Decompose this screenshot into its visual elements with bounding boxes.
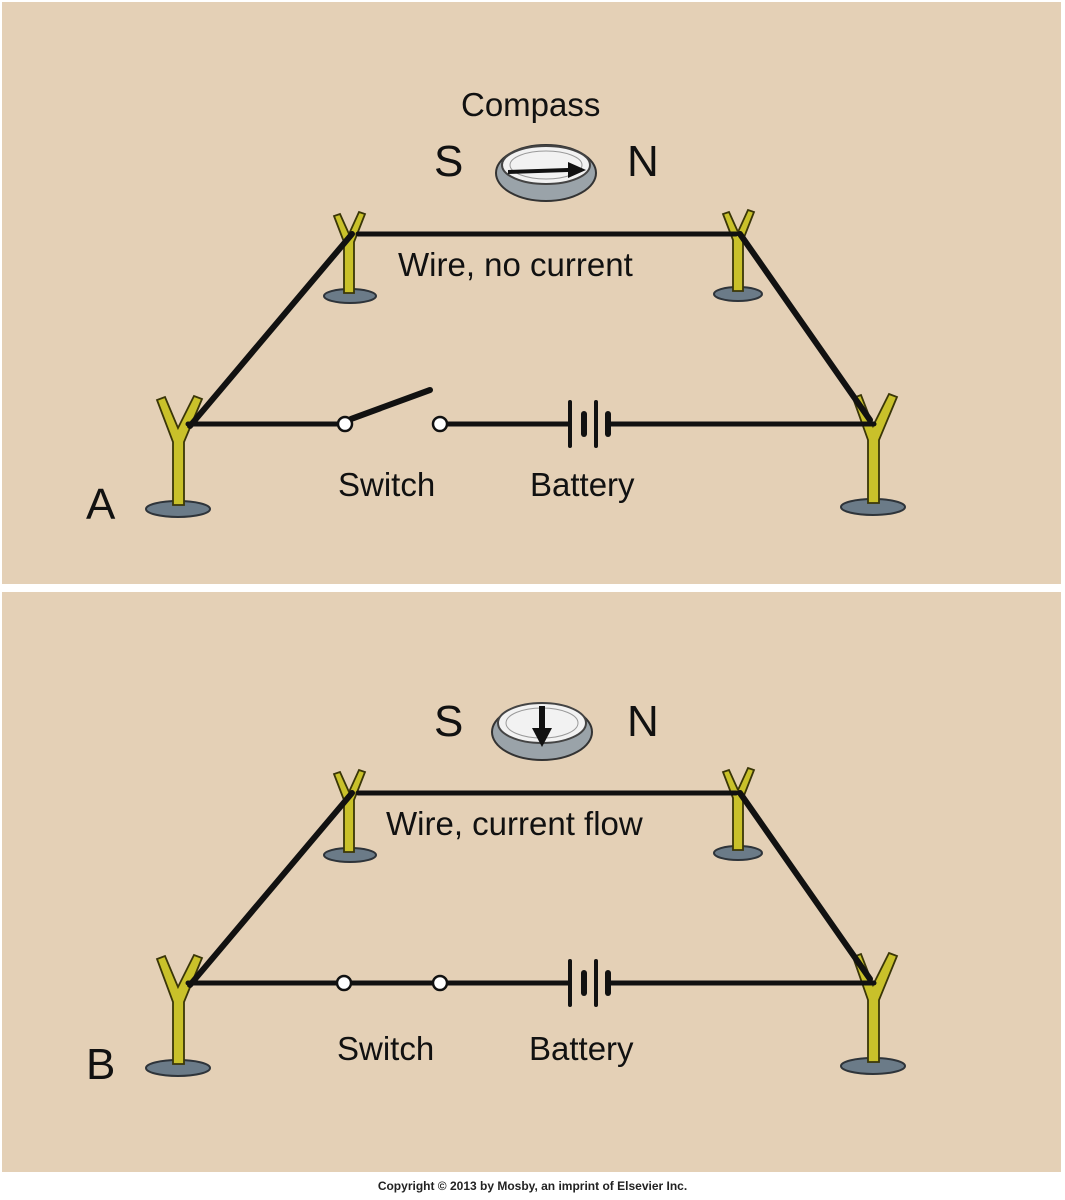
battery-symbol xyxy=(568,400,611,448)
copyright-notice: Copyright © 2013 by Mosby, an imprint of… xyxy=(377,1179,688,1193)
compass-icon xyxy=(495,144,597,202)
panel-letter: B xyxy=(86,1040,116,1089)
north-label: N xyxy=(627,137,659,186)
compass-icon xyxy=(491,702,593,761)
post-bottom-right xyxy=(840,951,906,1075)
south-label: S xyxy=(434,697,464,746)
panel-letter: A xyxy=(86,480,116,529)
post-top-right xyxy=(713,208,763,302)
switch-label: Switch xyxy=(337,1030,435,1067)
post-top-right xyxy=(713,766,763,861)
battery-symbol xyxy=(568,959,611,1007)
panel-a: Compass S N Wire, no current Switch Batt… xyxy=(2,2,1061,584)
battery-label: Battery xyxy=(529,1030,634,1067)
wire-b xyxy=(185,790,877,988)
wire-label: Wire, current flow xyxy=(386,805,643,842)
battery-label: Battery xyxy=(530,466,635,503)
north-label: N xyxy=(627,697,659,746)
wire-a xyxy=(185,231,877,429)
switch-open xyxy=(336,387,449,433)
circuit-diagram-a xyxy=(145,144,906,518)
panel-b: S N Wire, current flow Switch Battery B xyxy=(2,592,1061,1172)
switch-label: Switch xyxy=(338,466,436,503)
post-bottom-right xyxy=(840,392,906,516)
wire-label: Wire, no current xyxy=(398,246,633,283)
switch-closed xyxy=(335,974,449,992)
south-label: S xyxy=(434,137,464,186)
post-top-left xyxy=(323,768,377,863)
circuit-diagram-b xyxy=(145,702,906,1077)
compass-label: Compass xyxy=(461,86,601,123)
